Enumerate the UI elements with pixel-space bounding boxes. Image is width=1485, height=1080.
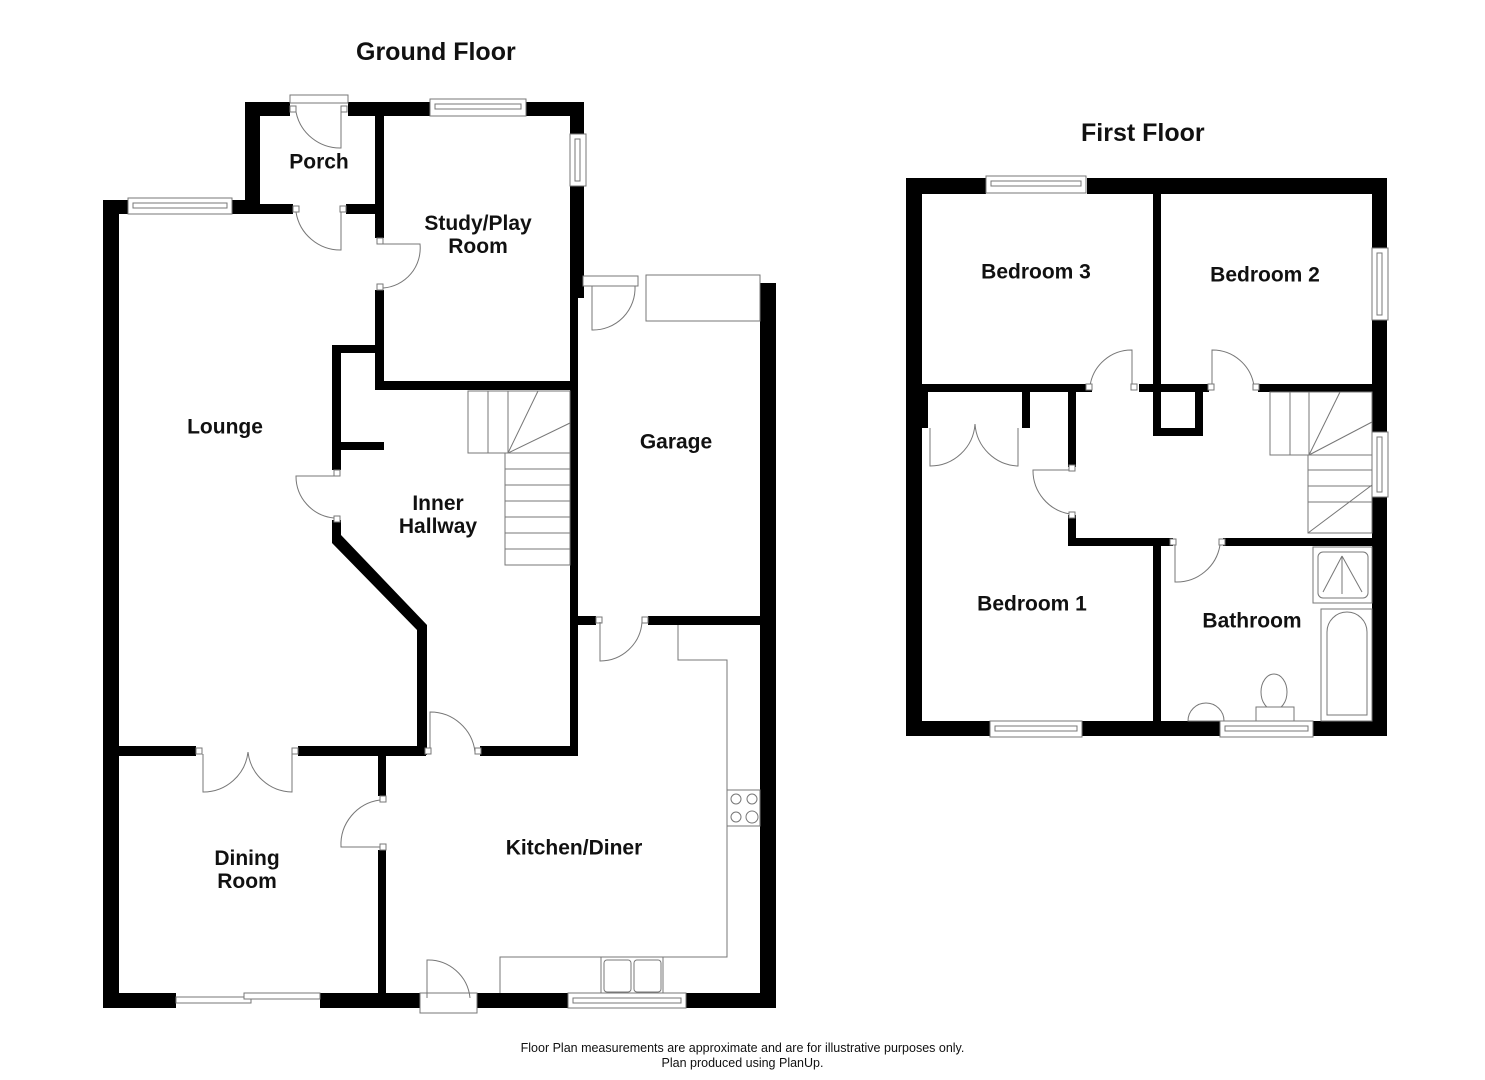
room-label-lounge: Lounge bbox=[187, 415, 263, 439]
disclaimer-line-1: Floor Plan measurements are approximate … bbox=[520, 1041, 965, 1055]
first-floor-stairs bbox=[1269, 391, 1373, 534]
room-label-porch: Porch bbox=[289, 150, 349, 174]
first-floor-title: First Floor bbox=[1081, 119, 1205, 147]
room-label-bathroom: Bathroom bbox=[1202, 609, 1302, 633]
room-label-bedroom-1: Bedroom 1 bbox=[977, 592, 1087, 616]
ground-floor-walls bbox=[103, 102, 776, 1008]
room-label-study-play-room: Study/Play Room bbox=[424, 212, 532, 258]
ground-floor-doors bbox=[195, 94, 649, 999]
disclaimer-line-2: Plan produced using PlanUp. bbox=[661, 1056, 824, 1070]
ground-floor-windows bbox=[127, 98, 761, 1014]
kitchen-fixtures bbox=[499, 625, 761, 994]
first-floor-walls bbox=[906, 178, 1387, 736]
ground-floor-stairs bbox=[467, 390, 571, 566]
disclaimer-footer: Floor Plan measurements are approximate … bbox=[0, 1041, 1485, 1071]
bathroom-fixtures bbox=[1187, 546, 1373, 722]
room-label-kitchen-diner: Kitchen/Diner bbox=[505, 836, 643, 860]
room-label-garage: Garage bbox=[639, 430, 713, 454]
room-label-bedroom-3: Bedroom 3 bbox=[981, 260, 1091, 284]
first-floor-doors bbox=[929, 349, 1260, 583]
first-floor-windows bbox=[985, 175, 1389, 738]
room-label-dining-room: Dining Room bbox=[214, 847, 280, 893]
room-label-bedroom-2: Bedroom 2 bbox=[1210, 263, 1320, 287]
ground-floor-title: Ground Floor bbox=[356, 38, 516, 66]
room-label-inner-hallway: Inner Hallway bbox=[398, 492, 478, 538]
